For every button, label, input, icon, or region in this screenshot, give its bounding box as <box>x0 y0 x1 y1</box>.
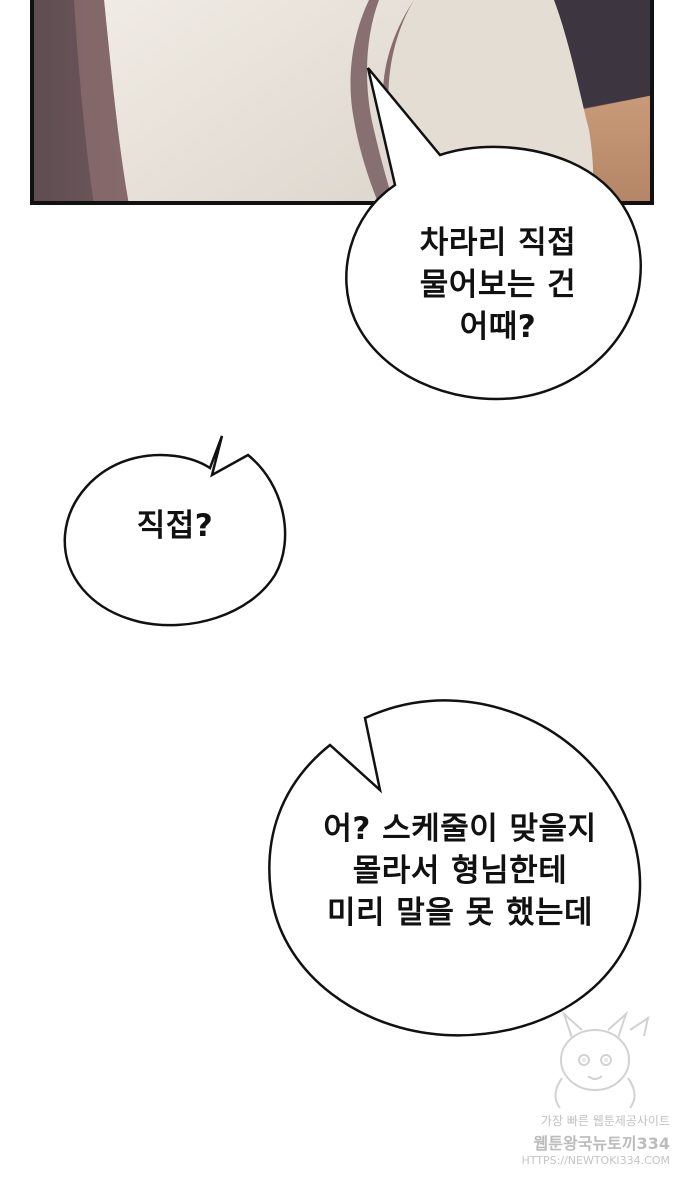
speech-bubble-3-text: 어? 스케줄이 맞을지 몰라서 형님한테 미리 말을 못 했는데 <box>290 808 630 934</box>
speech-bubble-3 <box>268 699 642 1037</box>
watermark-mascot-icon <box>554 1010 650 1109</box>
comic-panel <box>30 0 654 205</box>
dark-shadow-area <box>554 0 650 110</box>
bubble-3-line-2: 몰라서 형님한테 <box>352 853 568 889</box>
cloth-shadow-fold <box>350 0 393 201</box>
panel-artwork <box>34 0 650 201</box>
bubble-3-line-3: 미리 말을 못 했는데 <box>326 895 594 931</box>
watermark-tagline: 가장 빠른 웹툰제공사이트 <box>540 1114 670 1128</box>
cloth-edge-shadow <box>74 0 129 201</box>
bubble-1-line-1: 차라리 직접 <box>419 225 577 261</box>
watermark-url: HTTPS://NEWTOKI334.COM <box>521 1154 670 1167</box>
speech-bubble-1-text: 차라리 직접 물어보는 건 어때? <box>378 222 618 348</box>
bubble-1-line-3: 어때? <box>459 309 537 345</box>
cloth-fold <box>388 0 594 201</box>
bubble-1-line-2: 물어보는 건 <box>419 267 577 303</box>
speech-bubble-1 <box>345 67 642 401</box>
bubble-3-line-1: 어? 스케줄이 맞을지 <box>323 811 597 847</box>
speech-bubble-2 <box>63 435 287 627</box>
watermark-site-name: 웹툰왕국뉴토끼334 <box>533 1134 670 1153</box>
white-cloth <box>104 0 414 201</box>
bubble-2-line-1: 직접? <box>136 508 214 544</box>
site-watermark: 가장 빠른 웹툰제공사이트 웹툰왕국뉴토끼334 HTTPS://NEWTOKI… <box>520 1000 670 1180</box>
speech-bubble-2-text: 직접? <box>95 505 255 547</box>
wood-surface <box>579 95 650 201</box>
